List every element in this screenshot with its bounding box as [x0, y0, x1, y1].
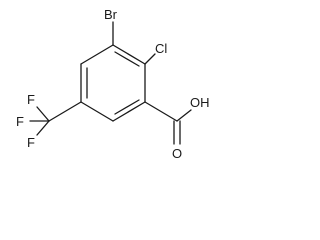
bond-c-oh	[176, 109, 192, 122]
bond-c-cl	[144, 53, 156, 65]
atom-label-bromine: Br	[104, 7, 118, 22]
atom-label-carbonyl-oxygen: O	[172, 146, 182, 161]
bond-ring-cooh	[144, 101, 178, 122]
atom-label-fluorine-top: F	[27, 92, 35, 107]
atom-label-fluorine-left: F	[16, 114, 24, 129]
bond-c-f-top	[36, 106, 50, 122]
atom-label-chlorine: Cl	[155, 41, 167, 56]
structure-diagram: Br Cl OH O F F F	[16, 7, 210, 161]
ring-bond-c4-c5	[80, 101, 114, 122]
ring-bond-c1-c2	[112, 44, 146, 65]
molecule-drawing: Br Cl OH O F F F	[16, 7, 210, 161]
atom-label-fluorine-bottom: F	[27, 135, 35, 150]
bond-ring-cf3	[48, 101, 82, 122]
atom-label-hydroxyl: OH	[190, 95, 210, 110]
benzene-ring	[80, 44, 146, 122]
ring-bond-c6-c1	[80, 44, 114, 65]
bond-c-f-bottom	[36, 120, 50, 136]
ring-bond-c3-c4	[112, 101, 146, 122]
ring-double-bond-c3-c4	[114, 99, 140, 115]
ring-double-bond-c1-c2	[114, 51, 140, 67]
